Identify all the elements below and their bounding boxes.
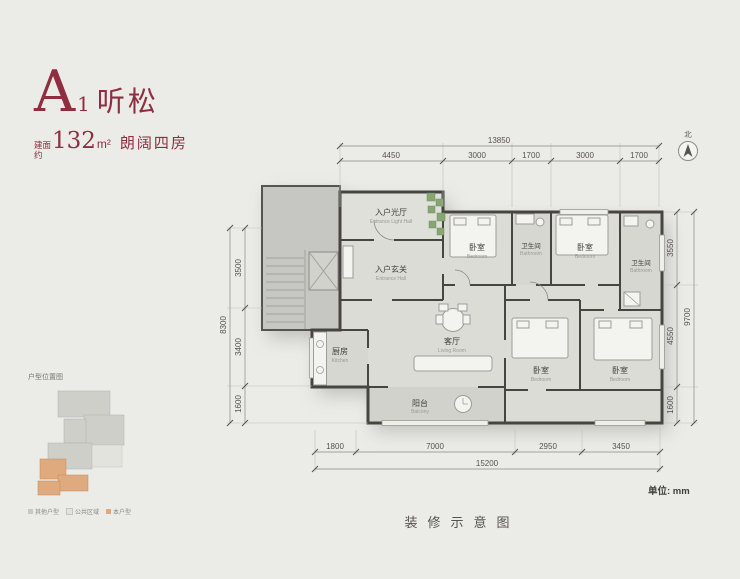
room-label-kitchen: 厨房 Kitchen (332, 346, 349, 364)
legend-item-this-unit: 本户型 (106, 507, 131, 516)
svg-text:Entrance Hall: Entrance Hall (376, 276, 406, 282)
svg-text:Bedroom: Bedroom (575, 254, 595, 260)
dim-top-seg-3: 1700 (522, 151, 540, 160)
area-line: 建面约 132 m² 朗阔四房 (34, 128, 188, 161)
svg-text:Balcony: Balcony (411, 409, 429, 415)
dim-top-total: 13850 (488, 136, 511, 145)
room-label-bedroom-1: 卧室 Bedroom (467, 242, 487, 260)
footer-caption: 装修示意图 (404, 515, 520, 530)
svg-text:Bedroom: Bedroom (467, 254, 487, 260)
unit-number: 1 (77, 92, 90, 116)
dim-bottom-total: 15200 (476, 459, 499, 468)
legend-item-public-area: 公共区域 (66, 507, 99, 516)
dim-right-seg-2: 4550 (666, 327, 675, 345)
locator-title: 户型位置图 (28, 374, 63, 381)
svg-text:卧室: 卧室 (577, 242, 593, 252)
north-arrow: 北 (678, 130, 698, 161)
dimension-ticks (226, 142, 698, 473)
legend-item-other-units: 其他户型 (28, 507, 59, 516)
svg-text:卧室: 卧室 (533, 365, 549, 375)
room-label-bedroom-2: 卧室 Bedroom (575, 242, 595, 260)
unit-letter: A (34, 59, 76, 125)
locator-plan (37, 390, 125, 496)
unit-name: 听松 (96, 85, 159, 118)
dim-top-seg-2: 3000 (468, 151, 486, 160)
svg-text:入户光厅: 入户光厅 (375, 207, 407, 217)
dim-bottom-seg-4: 3450 (612, 442, 630, 451)
title-block: A 1 听松 建面约 132 m² 朗阔四房 (34, 64, 188, 161)
dim-left-seg-2: 3400 (234, 338, 243, 356)
furniture (313, 213, 655, 413)
dim-bottom-seg-3: 2950 (539, 442, 557, 451)
area-description: 朗阔四房 (119, 135, 188, 152)
dim-top-seg-4: 3000 (576, 151, 594, 160)
room-label-bathroom-2: 卫生间 Bathroom (630, 258, 652, 274)
svg-text:厨房: 厨房 (332, 346, 348, 356)
unit-title: A 1 听松 (34, 64, 188, 121)
svg-text:Bedroom: Bedroom (531, 377, 551, 383)
room-labels: 入户光厅 Entrance Light Hall 入户玄关 Entrance H… (332, 207, 652, 415)
dim-right-seg-1: 3550 (666, 239, 675, 257)
north-label: 北 (684, 130, 692, 139)
legend-swatch-light (66, 508, 74, 515)
room-label-balcony: 阳台 Balcony (411, 398, 429, 415)
room-label-living-room: 客厅 Living Room (438, 336, 466, 354)
locator-legend: 其他户型 公共区域 本户型 (28, 507, 158, 516)
room-label-bathroom-1: 卫生间 Bathroom (520, 241, 542, 257)
svg-text:Entrance Light Hall: Entrance Light Hall (370, 219, 412, 225)
svg-text:Kitchen: Kitchen (332, 358, 349, 364)
svg-text:Bathroom: Bathroom (520, 251, 542, 257)
unit-note: 单位: mm (648, 486, 690, 497)
dim-left-seg-3: 1600 (234, 395, 243, 413)
room-label-bedroom-3: 卧室 Bedroom (531, 365, 551, 383)
dimension-labels: 13850 4450 3000 1700 3000 1700 8300 3500… (219, 136, 692, 468)
compass-needle-icon (683, 144, 693, 157)
dim-bottom-seg-2: 7000 (426, 442, 444, 451)
area-value: 132 (52, 128, 96, 154)
legend-swatch-gray (28, 509, 33, 514)
room-label-bedroom-4: 卧室 Bedroom (610, 365, 630, 383)
room-label-entrance-hall: 入户玄关 Entrance Hall (375, 264, 407, 282)
svg-text:Living Room: Living Room (438, 348, 466, 354)
area-unit: m² (96, 137, 111, 151)
svg-text:入户玄关: 入户玄关 (375, 264, 407, 274)
area-prefix: 建面约 (34, 140, 52, 161)
dim-right-total: 9700 (683, 308, 692, 326)
svg-text:卧室: 卧室 (612, 365, 628, 375)
svg-text:阳台: 阳台 (412, 398, 428, 408)
windows (309, 209, 665, 426)
room-label-entrance-light-hall: 入户光厅 Entrance Light Hall (370, 207, 412, 225)
dim-right-seg-3: 1600 (666, 396, 675, 414)
svg-text:客厅: 客厅 (444, 336, 460, 346)
legend-swatch-orange (106, 509, 112, 514)
svg-text:卫生间: 卫生间 (631, 258, 651, 267)
dim-top-seg-5: 1700 (630, 151, 648, 160)
svg-text:Bedroom: Bedroom (610, 377, 630, 383)
interior-walls (340, 212, 662, 423)
dim-bottom-seg-1: 1800 (326, 442, 344, 451)
plants (426, 192, 446, 236)
dim-left-seg-1: 3500 (234, 259, 243, 277)
dimension-lines (229, 145, 695, 470)
svg-text:卫生间: 卫生间 (521, 241, 541, 250)
svg-text:Bathroom: Bathroom (630, 268, 652, 274)
dim-top-seg-1: 4450 (382, 151, 400, 160)
dim-left-total: 8300 (219, 316, 228, 334)
door-arcs (373, 219, 549, 301)
svg-text:卧室: 卧室 (469, 242, 485, 252)
locator-map: 户型位置图 其他户型 公共区域 本户型 (28, 372, 158, 516)
